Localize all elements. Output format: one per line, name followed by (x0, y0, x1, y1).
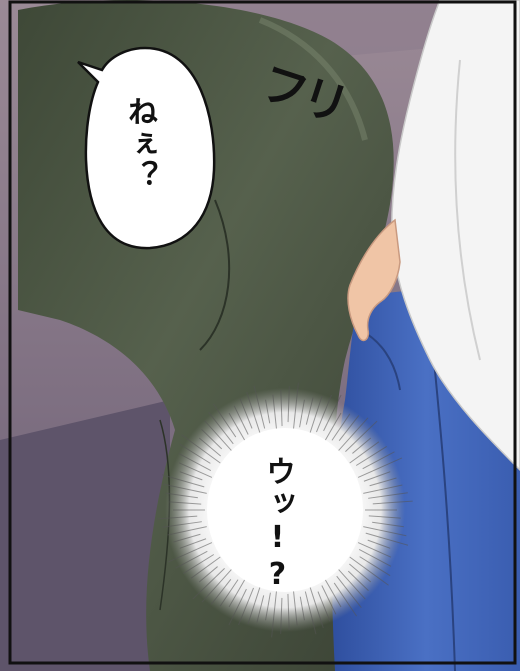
burst-ray (179, 538, 207, 549)
burst-ray (163, 483, 207, 494)
burst-ray (233, 405, 249, 435)
burst-ray (368, 515, 401, 519)
burst-ray (210, 579, 232, 605)
burst-ray (280, 597, 283, 634)
burst-ray (201, 569, 232, 603)
burst-ray (323, 394, 342, 432)
burst-ray (178, 453, 212, 472)
burst-ray (336, 575, 362, 609)
burst-ray (372, 521, 404, 528)
burst-ray (287, 386, 290, 423)
burst-ray (338, 569, 366, 600)
burst-ray (358, 548, 392, 567)
burst-ray (179, 443, 211, 464)
hand (347, 218, 401, 342)
burst-ray (363, 471, 391, 482)
burst-ray (256, 595, 265, 623)
burst-ray (157, 515, 198, 520)
burst-ray (331, 413, 351, 441)
burst-bubble (157, 382, 413, 638)
burst-ray (228, 412, 246, 441)
burst-ray (362, 451, 395, 470)
burst-ray (178, 462, 213, 478)
burst-ray (355, 445, 388, 466)
burst-ray (304, 591, 317, 635)
burst-ray (321, 585, 337, 615)
panel-border (8, 0, 517, 665)
burst-ray (372, 500, 413, 505)
burst-ray (333, 582, 357, 617)
burst-ray (280, 390, 283, 427)
burst-ray (357, 457, 403, 478)
burst-ray (369, 477, 397, 487)
pants-crease (199, 199, 231, 351)
burst-ray (324, 412, 342, 441)
burst-ray (167, 526, 207, 536)
burst-ray (198, 566, 218, 583)
burst-ray (368, 492, 408, 499)
burst-ray (359, 556, 391, 577)
burst-ray (265, 592, 271, 621)
burst-ray (365, 532, 409, 546)
burst-ray (166, 492, 198, 499)
burst-ray (349, 563, 372, 583)
burst-ray (287, 593, 290, 630)
burst-ray (228, 579, 246, 608)
burst-ray (367, 539, 391, 549)
pants-highlight (258, 17, 368, 141)
burst-ray (349, 556, 389, 586)
burst-ray (173, 533, 201, 543)
burst-bubble-text: ウッ!? (260, 456, 295, 594)
speech-bubble-text: ねぇ？ (122, 96, 157, 192)
burst-ray (345, 420, 378, 453)
burst-ray (363, 484, 403, 494)
burst-ray (219, 579, 239, 607)
burst-ray (363, 526, 407, 537)
burst-ray (305, 397, 314, 425)
burst-ray (324, 579, 342, 608)
burst-ray (238, 587, 254, 626)
speech-bubble (77, 46, 216, 250)
burst-ray (316, 394, 332, 433)
burst-ray (182, 554, 215, 575)
burst-ray (309, 585, 324, 629)
burst-ray (352, 437, 372, 454)
burst-ray (228, 588, 247, 626)
floor-shadow (0, 400, 170, 671)
burst-ray (190, 556, 221, 579)
burst-ray (239, 398, 253, 429)
burst-ray (198, 437, 221, 457)
burst-ray (309, 395, 323, 435)
burst-ray (169, 501, 202, 505)
burst-ray (265, 399, 271, 424)
burst-ray (317, 591, 331, 622)
burst-ray (299, 596, 305, 621)
burst-ray (272, 394, 278, 431)
burst-ray (208, 411, 234, 445)
burst-ray (167, 542, 213, 563)
burst-ray (349, 441, 380, 464)
shirt-fold (454, 59, 481, 361)
burst-ray (162, 521, 202, 528)
burst-ray (347, 570, 369, 591)
burst-ray (292, 589, 298, 626)
burst-ray (299, 399, 305, 428)
burst-ray (175, 550, 208, 569)
burst-ray (246, 391, 261, 435)
burst-ray (201, 429, 223, 450)
burst-ray (179, 471, 203, 481)
burst-ray (204, 420, 232, 451)
burst-ray (253, 385, 266, 429)
burst-ray (213, 403, 237, 438)
burst-ray (338, 415, 360, 441)
burst-ray (292, 382, 299, 431)
burst-ray (192, 567, 225, 600)
burst-ray (271, 589, 278, 638)
burst-ray (338, 417, 369, 451)
burst-ray (357, 542, 392, 558)
burst-ray (181, 434, 221, 464)
burst-ray (161, 474, 205, 488)
burst-ray (247, 585, 261, 625)
